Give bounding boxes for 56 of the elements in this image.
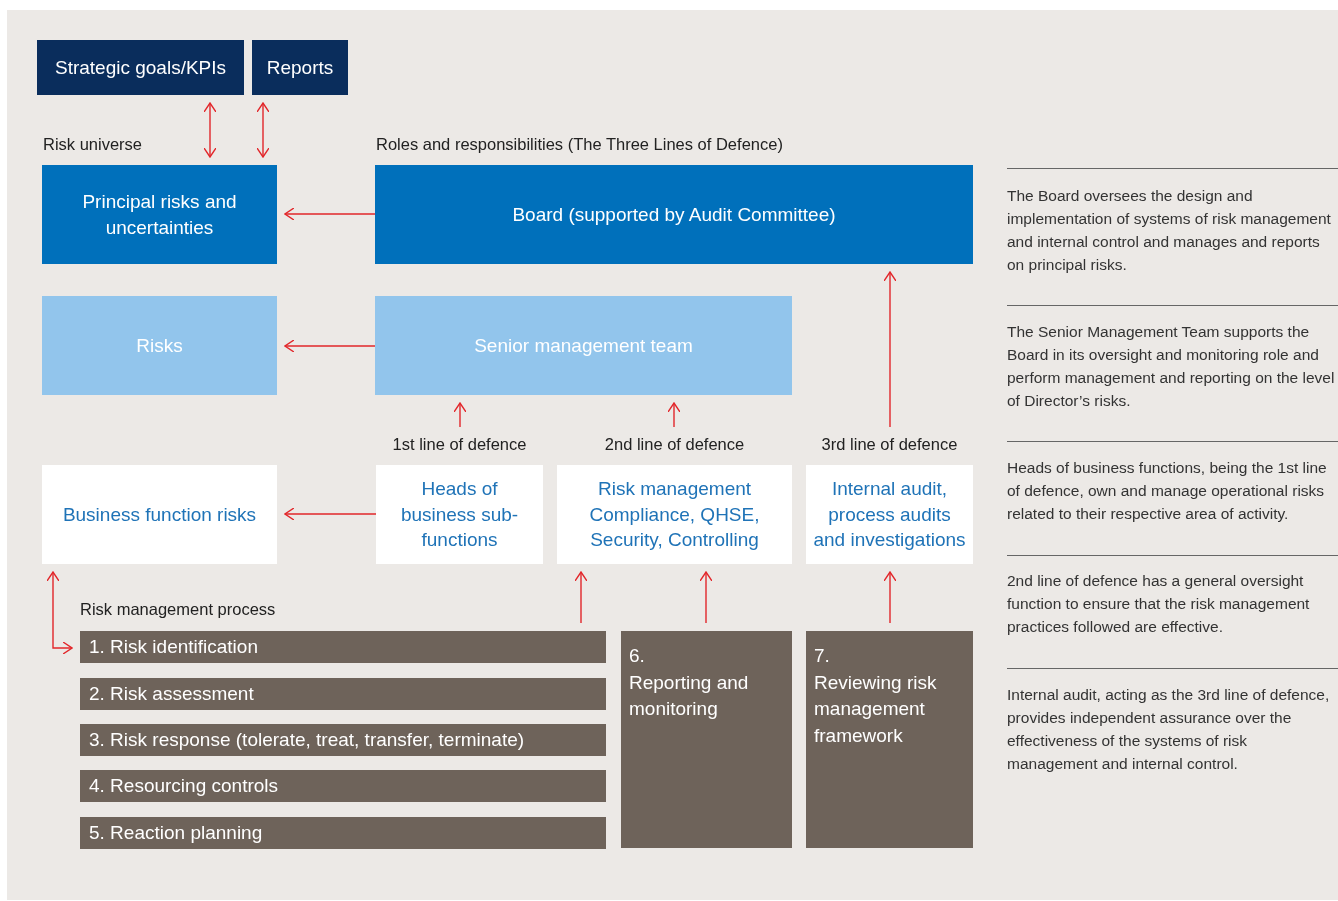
line-of-defence-label: 3rd line of defence <box>821 434 958 455</box>
section-heading: Roles and responsibilities (The Three Lines of Defence) <box>376 135 783 154</box>
process-step-bar <box>80 770 606 802</box>
line-of-defence-label: 1st line of defence <box>392 434 527 455</box>
arrow <box>883 571 897 624</box>
process-step-box <box>806 631 973 848</box>
description-text: The Senior Management Team supports the Board in its oversight and monitoring role and perform management and reporting on the level of Director’s risks. <box>1007 322 1336 411</box>
node-text: 7. <box>814 644 830 668</box>
description-text: 2nd line of defence has a general oversight function to ensure that the risk management practices followed are effective. <box>1007 571 1311 637</box>
node-text: Strategic goals/KPIs <box>54 55 227 80</box>
process-step-bar <box>80 724 606 756</box>
node-text: Board (supported by Audit Committee) <box>512 202 836 227</box>
node-text: 4. Resourcing controls <box>89 774 279 799</box>
risk-box <box>42 165 277 264</box>
description-text: Internal audit, acting as the 3rd line of defence, provides independent assurance over the effectiveness of the systems of risk management and internal control. <box>1007 685 1331 774</box>
arrow <box>453 402 467 428</box>
arrow <box>699 571 713 624</box>
risk-box <box>42 465 277 564</box>
section-heading: Risk management process <box>80 600 276 619</box>
node-text: 1. Risk identification <box>89 635 258 660</box>
node-text: Principal risks and uncertainties <box>81 189 238 240</box>
node-text: Business function risks <box>62 502 257 527</box>
description-text: Heads of business functions, being the 1st line of defence, own and manage operational risks related to their respective area of activity. <box>1007 458 1328 524</box>
arrow <box>203 102 217 158</box>
process-step-bar <box>80 631 606 663</box>
section-heading: Risk universe <box>43 135 143 154</box>
arrow <box>256 102 270 158</box>
arrow <box>46 571 73 655</box>
node-text: 2. Risk assessment <box>89 682 254 707</box>
heading-box <box>37 40 244 95</box>
node-text: Internal audit, process audits and investigations <box>812 477 967 553</box>
arrow <box>284 507 377 521</box>
description-text: The Board oversees the design and implementation of systems of risk management and internal control and manages and reports on principal risks. <box>1007 186 1332 275</box>
node-text: 5. Reaction planning <box>89 821 263 846</box>
arrow <box>284 207 376 221</box>
node-text: Risks <box>136 333 183 358</box>
risk-box <box>42 296 277 395</box>
process-step-box <box>621 631 792 848</box>
node-text: Reports <box>266 55 334 80</box>
node-text: Senior management team <box>474 333 693 358</box>
arrow <box>574 571 588 624</box>
arrow <box>284 339 376 353</box>
node-text: Reviewing risk management framework <box>814 670 938 748</box>
node-text: 3. Risk response (tolerate, treat, transfer, terminate) <box>89 728 525 753</box>
heading-box <box>252 40 348 95</box>
node-text: Heads of business sub-functions <box>399 477 520 553</box>
node-text: Reporting and monitoring <box>629 670 750 722</box>
arrow <box>667 402 681 428</box>
process-step-bar <box>80 678 606 710</box>
process-step-bar <box>80 817 606 849</box>
role-box <box>375 296 792 395</box>
node-text: 6. <box>629 644 645 668</box>
arrow <box>883 271 897 428</box>
line-of-defence-label: 2nd line of defence <box>604 434 745 455</box>
node-text: Risk management Compliance, QHSE, Security, Controlling <box>588 477 761 553</box>
role-box <box>375 165 973 264</box>
